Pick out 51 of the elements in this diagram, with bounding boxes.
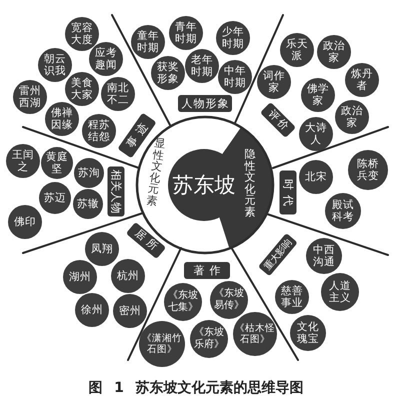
topic-circle: 青年时期 [169, 16, 203, 50]
topic-circle: 北宋 [299, 160, 333, 194]
topic-circle: 乐天派 [280, 33, 314, 67]
topic-circle: 美食大家 [65, 72, 99, 106]
topic-circle: 少年时期 [216, 21, 250, 55]
topic-circle: 湖州 [63, 260, 97, 294]
topic-circle: 杭州 [111, 259, 145, 293]
category-tag: 著作 [184, 262, 230, 278]
topic-circle: 《东坡易传》 [210, 281, 248, 319]
category-tag: 评价 [260, 102, 296, 138]
topic-circle: 程苏结怨 [82, 114, 116, 148]
category-tag: 人物形象 [178, 94, 232, 112]
topic-circle: 人道主义 [321, 273, 359, 311]
topic-circle: 中年时期 [218, 60, 252, 94]
topic-circle: 佛学家 [301, 78, 335, 112]
figure-caption: 图 1 苏东坡文化元素的思维导图 [88, 379, 304, 397]
topic-circle: 中西沟通 [306, 238, 342, 274]
topic-circle: 苏洵 [74, 158, 104, 188]
topic-circle: 童年时期 [131, 25, 165, 59]
topic-circle: 老年时期 [185, 49, 219, 83]
topic-circle: 苏辙 [73, 189, 103, 219]
topic-circle: 朝云识我 [38, 48, 72, 82]
topic-circle: 雷州西湖 [13, 80, 47, 114]
topic-circle: 密州 [113, 294, 147, 328]
topic-circle: 佛禅因缘 [45, 102, 79, 136]
topic-circle: 政治家 [335, 100, 369, 134]
topic-circle: 《东坡七集》 [164, 283, 202, 321]
topic-circle: 陈桥兵变 [348, 150, 388, 190]
topic-circle: 词作家 [257, 65, 291, 99]
topic-circle: 殿试科考 [325, 193, 361, 229]
topic-circle: 《东坡乐府》 [190, 320, 228, 358]
topic-circle: 徐州 [75, 293, 109, 327]
band-label: 隐性文化元素 [244, 148, 256, 218]
category-tag: 居所 [126, 221, 166, 259]
topic-circle: 佛印 [8, 205, 42, 239]
topic-circle: 政治家 [317, 35, 351, 69]
topic-circle: 获奖形象 [151, 56, 185, 90]
topic-circle: 炼丹者 [345, 63, 379, 97]
category-tag: 重大影响 [258, 233, 298, 277]
topic-circle: 凤翔 [85, 232, 119, 266]
topic-circle: 《枯木怪石图》 [233, 312, 277, 356]
topic-circle: 王闰之 [6, 144, 40, 178]
topic-circle: 大诗人 [299, 117, 333, 151]
topic-circle: 慈善事业 [275, 280, 309, 314]
topic-circle: 文化瑰宝 [290, 315, 326, 351]
category-tag: 相关人物 [108, 166, 124, 216]
topic-circle: 黄庭坚 [41, 147, 73, 179]
topic-circle: 苏迈 [39, 182, 71, 214]
topic-circle: 《潇湘竹石图》 [139, 321, 185, 367]
category-tag: 时代 [280, 170, 296, 214]
topic-circle: 南北不二 [101, 77, 135, 111]
